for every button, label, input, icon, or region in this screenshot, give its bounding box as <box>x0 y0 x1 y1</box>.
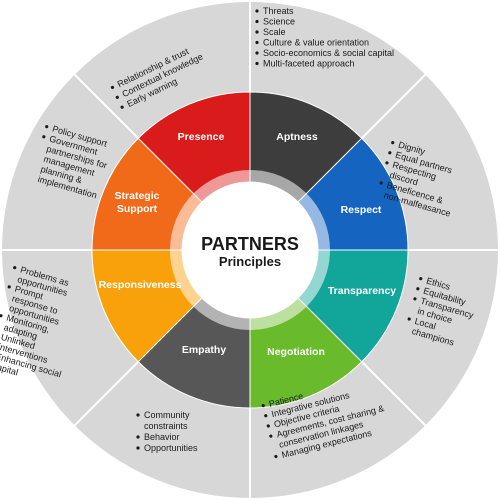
bullet-dot <box>255 19 259 24</box>
bullet-dot <box>385 161 389 165</box>
bullet-dot <box>388 151 392 155</box>
bullet-dot <box>255 30 259 34</box>
bullet-dot <box>136 435 140 439</box>
bullet-dot <box>379 181 383 185</box>
bullet-dot <box>120 105 124 109</box>
segment-label-negotiation: Negotiation <box>267 346 325 358</box>
ring-divider <box>72 72 139 139</box>
bullet-dot <box>261 404 265 408</box>
bullet-dot <box>13 266 17 270</box>
segment-label-presence: Presence <box>178 131 225 143</box>
bullet-dot <box>266 424 270 428</box>
center-disc <box>182 182 318 318</box>
bullet-dot <box>274 454 278 459</box>
bullet-dot <box>413 297 417 301</box>
ring-divider <box>361 72 428 139</box>
bullet-dot <box>407 317 411 321</box>
bullet-list-transparency: EthicsEquitabilityTransparencyin choiceL… <box>407 276 481 351</box>
bullet-dot <box>264 414 268 418</box>
center-subtitle: Principles <box>219 254 281 269</box>
bullet-dot <box>255 9 259 13</box>
segment-label-respect: Respect <box>341 204 382 216</box>
bullet-dot <box>255 51 259 55</box>
bullet-dot <box>391 141 395 145</box>
bullet-dot <box>255 40 259 45</box>
bullet-dot <box>45 125 49 129</box>
principle-segments <box>91 91 409 409</box>
bullet-dot <box>255 61 259 66</box>
bullet-dot <box>110 85 115 90</box>
bullet-dot <box>419 277 423 281</box>
bullet-dot <box>7 285 11 289</box>
ring-divider <box>361 361 428 428</box>
center-title: PARTNERS <box>201 234 299 254</box>
bullet-dot <box>42 135 46 139</box>
segment-label-responsiveness: Responsiveness <box>99 279 182 291</box>
segment-label-empathy: Empathy <box>182 344 227 356</box>
ring-divider <box>72 361 139 428</box>
bullet-dot <box>416 287 420 291</box>
bullet-dot <box>136 446 140 450</box>
bullet-dot <box>136 413 140 417</box>
segment-label-aptness: Aptness <box>276 131 318 143</box>
bullet-list-text: EthicsEquitabilityTransparencyin choiceL… <box>411 276 481 351</box>
bullet-dot <box>0 314 3 318</box>
bullet-dot <box>115 95 119 99</box>
bullet-dot <box>269 434 273 438</box>
segment-label-transparency: Transparency <box>328 285 396 297</box>
